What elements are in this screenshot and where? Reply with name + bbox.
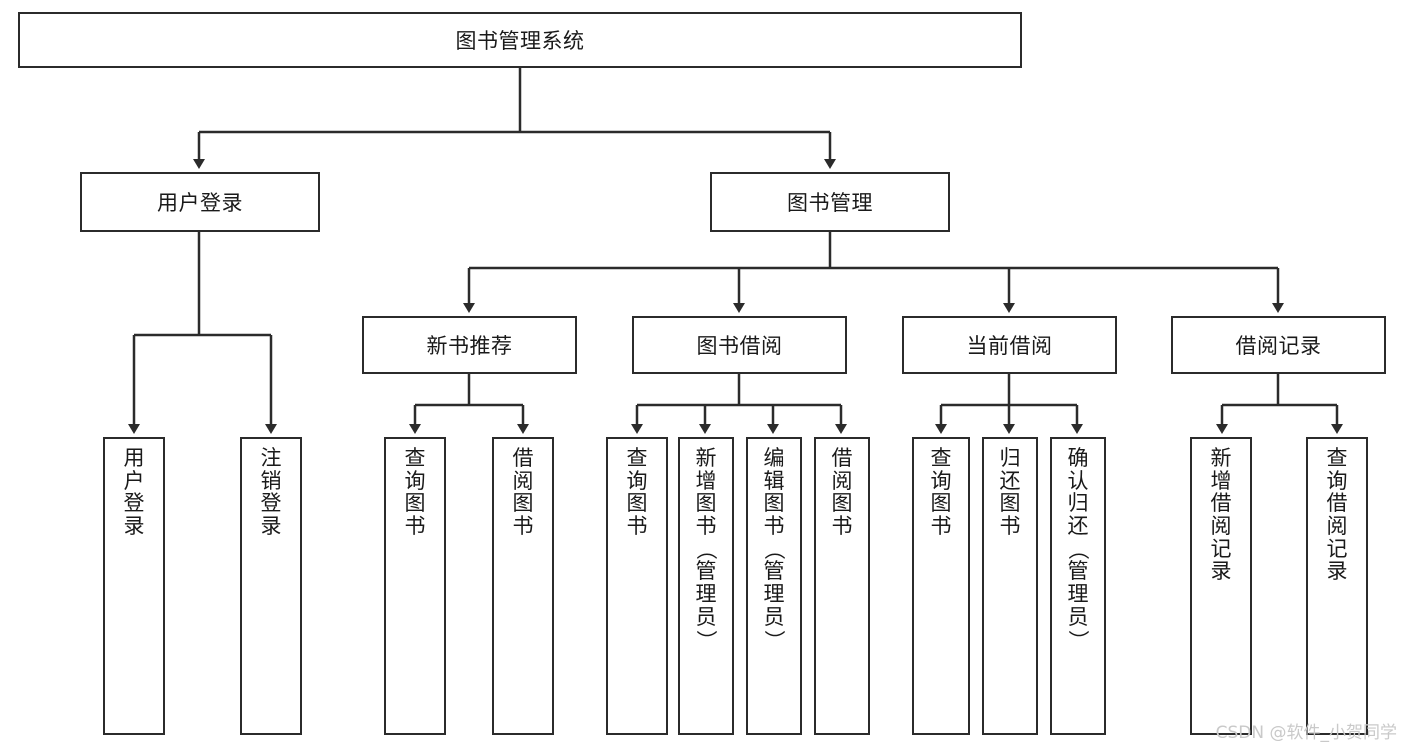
node-leaf-add-record-label: 新增借阅记录 [1210, 446, 1232, 584]
node-leaf-query-book-1[interactable]: 查询图书 [384, 437, 446, 735]
node-current-borrow-label: 当前借阅 [966, 334, 1053, 358]
node-leaf-borrow-book-1-label: 借阅图书 [512, 446, 534, 539]
node-leaf-query-book-3-label: 查询图书 [930, 446, 952, 539]
node-leaf-user-login-label: 用户登录 [123, 446, 145, 539]
node-leaf-query-book-2[interactable]: 查询图书 [606, 437, 668, 735]
node-book-borrow[interactable]: 图书借阅 [632, 316, 847, 374]
node-leaf-query-book-3[interactable]: 查询图书 [912, 437, 970, 735]
node-leaf-borrow-book-2[interactable]: 借阅图书 [814, 437, 870, 735]
node-leaf-return-book[interactable]: 归还图书 [982, 437, 1038, 735]
csdn-watermark: CSDN @软件_小贺同学 [1215, 723, 1397, 743]
node-leaf-confirm-return[interactable]: 确认归还（管理员） [1050, 437, 1106, 735]
node-borrow-record-label: 借阅记录 [1235, 334, 1322, 358]
node-current-borrow[interactable]: 当前借阅 [902, 316, 1117, 374]
node-leaf-logout-label: 注销登录 [260, 446, 282, 539]
node-leaf-borrow-book-1[interactable]: 借阅图书 [492, 437, 554, 735]
node-user-login-label: 用户登录 [157, 191, 243, 215]
node-leaf-add-book[interactable]: 新增图书（管理员） [678, 437, 734, 735]
node-leaf-add-record[interactable]: 新增借阅记录 [1190, 437, 1252, 735]
node-leaf-query-record[interactable]: 查询借阅记录 [1306, 437, 1368, 735]
node-book-management[interactable]: 图书管理 [710, 172, 950, 232]
node-root-label: 图书管理系统 [455, 29, 585, 53]
node-leaf-edit-book-label: 编辑图书（管理员） [762, 446, 787, 651]
node-leaf-return-book-label: 归还图书 [999, 446, 1021, 539]
node-leaf-logout[interactable]: 注销登录 [240, 437, 302, 735]
node-leaf-add-book-label: 新增图书（管理员） [694, 446, 719, 651]
node-borrow-record[interactable]: 借阅记录 [1171, 316, 1386, 374]
node-leaf-query-record-label: 查询借阅记录 [1326, 446, 1348, 584]
node-leaf-user-login[interactable]: 用户登录 [103, 437, 165, 735]
node-root[interactable]: 图书管理系统 [18, 12, 1022, 68]
node-leaf-query-book-2-label: 查询图书 [626, 446, 648, 539]
node-leaf-borrow-book-2-label: 借阅图书 [831, 446, 853, 539]
node-new-book-recommend[interactable]: 新书推荐 [362, 316, 577, 374]
node-leaf-query-book-1-label: 查询图书 [404, 446, 426, 539]
node-leaf-edit-book[interactable]: 编辑图书（管理员） [746, 437, 802, 735]
node-user-login[interactable]: 用户登录 [80, 172, 320, 232]
node-book-management-label: 图书管理 [787, 191, 873, 215]
node-new-book-recommend-label: 新书推荐 [426, 334, 513, 358]
node-leaf-confirm-return-label: 确认归还（管理员） [1066, 446, 1091, 651]
node-book-borrow-label: 图书借阅 [696, 334, 783, 358]
